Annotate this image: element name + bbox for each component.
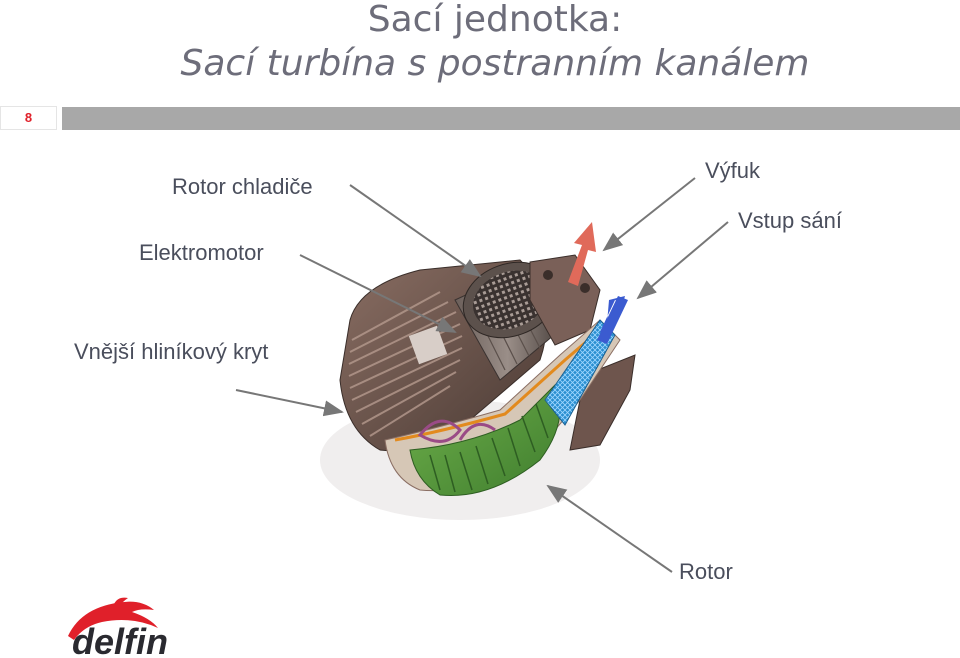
leader-lines <box>235 177 729 573</box>
label-vyfuk: Výfuk <box>705 158 761 183</box>
leader-vstup-sani <box>636 221 729 300</box>
exhaust-flow-arrow <box>568 222 596 286</box>
label-rotor: Rotor <box>679 559 733 584</box>
exhaust-port-illustration <box>529 254 601 346</box>
delfin-logo: delfin <box>68 597 168 658</box>
title-line-1: Sací jednotka: <box>367 0 623 40</box>
label-vstup-sani: Vstup sání <box>738 208 842 233</box>
leader-vnejsi-kryt <box>235 389 344 417</box>
title-divider-bar <box>62 107 960 130</box>
electric-motor-illustration <box>454 261 561 381</box>
label-elektromotor: Elektromotor <box>139 240 264 265</box>
leader-elektromotor <box>299 254 457 333</box>
label-vnejsi-kryt: Vnější hliníkový kryt <box>74 339 269 364</box>
leader-rotor <box>546 484 673 573</box>
leader-rotor-chladice <box>349 184 482 278</box>
intake-flow-arrow <box>597 296 628 344</box>
rotor-blades-illustration <box>409 384 561 497</box>
title-line-2: Sací turbína s postranním kanálem <box>180 43 810 84</box>
label-rotor-chladice: Rotor chladiče <box>172 174 313 199</box>
slide-number: 8 <box>0 106 57 130</box>
leader-vyfuk <box>602 177 696 252</box>
intake-channel-illustration <box>544 319 616 426</box>
dolphin-icon <box>68 597 158 640</box>
logo-wordmark: delfin <box>72 621 168 658</box>
